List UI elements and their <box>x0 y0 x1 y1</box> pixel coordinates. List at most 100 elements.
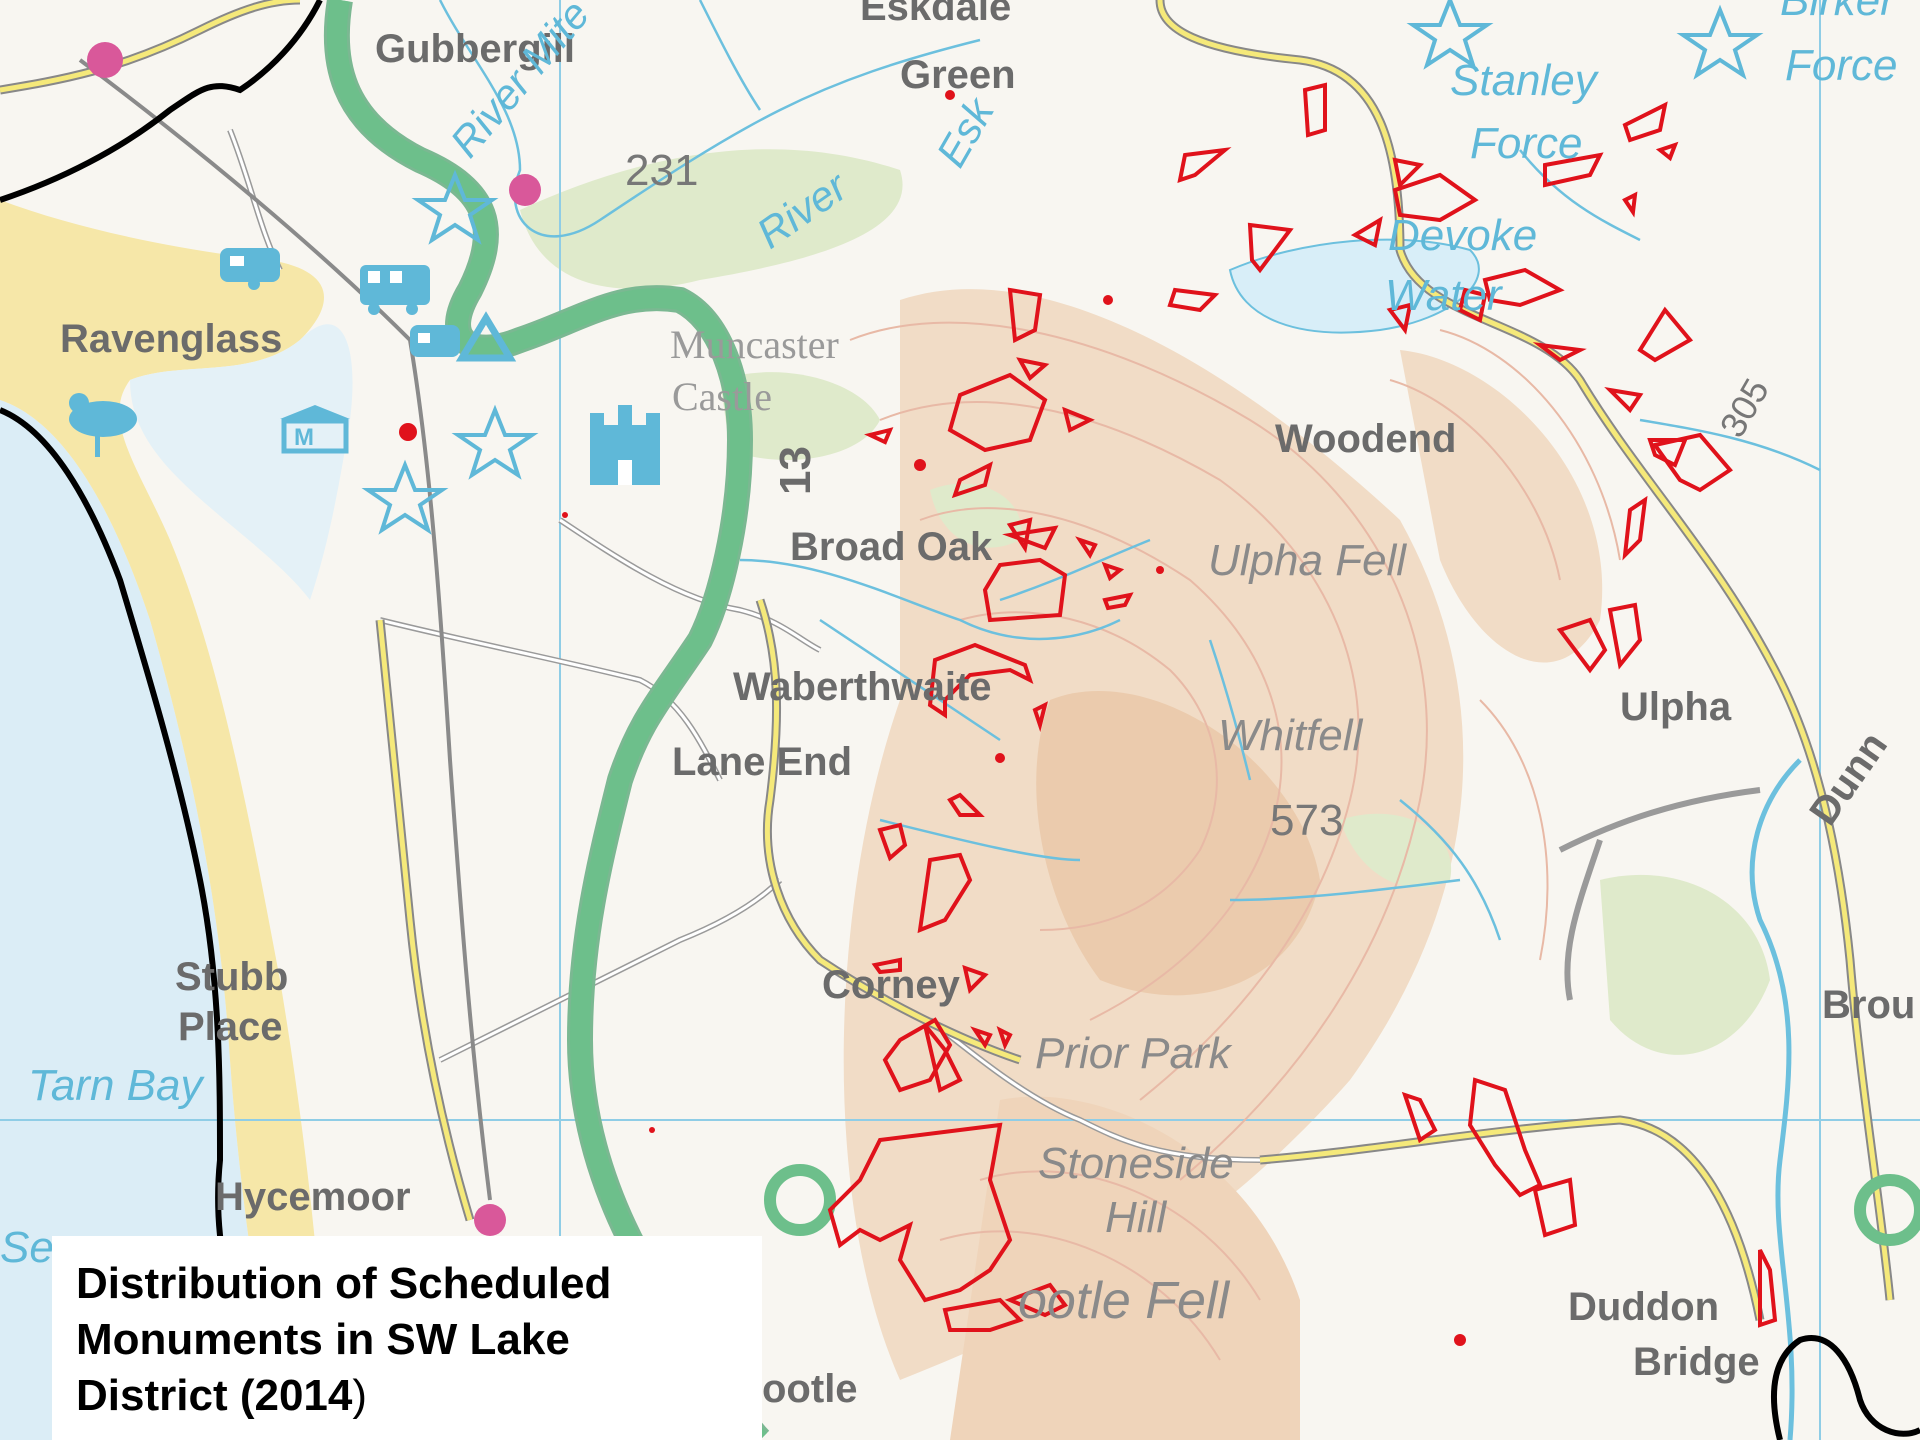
caption-line-3-text: District (2014 <box>76 1371 353 1420</box>
sea <box>0 400 280 1440</box>
monument-outline <box>1167 287 1220 313</box>
label-force-2: Force <box>1785 41 1897 90</box>
caravan-icon-2 <box>410 325 460 357</box>
label-bootle: ootle <box>762 1367 858 1411</box>
label-force: Force <box>1470 119 1582 168</box>
sand-dunes <box>0 200 330 1440</box>
monument-outline <box>1016 357 1050 382</box>
label-duddon: Duddon <box>1568 1285 1719 1329</box>
monument-outline <box>1102 592 1134 611</box>
label-brou: Brou <box>1822 983 1915 1027</box>
national-park-boundary <box>0 0 323 203</box>
svg-text:M: M <box>294 424 314 451</box>
monument-outline <box>1532 1177 1578 1238</box>
railway <box>78 58 492 1201</box>
monument-outline <box>1482 267 1565 308</box>
label-waberthwaite: Waberthwaite <box>733 665 992 709</box>
bird-icon <box>69 393 137 457</box>
map-title-caption: Distribution of Scheduled Monuments in S… <box>52 1236 762 1440</box>
monument-outline <box>1532 342 1587 363</box>
viewpoint-star-icon <box>361 0 1764 535</box>
monument-outline <box>1350 215 1383 248</box>
label-prior-park: Prior Park <box>1035 1029 1233 1078</box>
river-duddon <box>1749 758 1802 1440</box>
monument-outline <box>1177 147 1232 183</box>
scheduled-monuments <box>827 82 1778 1332</box>
label-stoneside: Stoneside <box>1038 1139 1234 1188</box>
monument-outline <box>1032 701 1048 733</box>
label-ulpha: Ulpha <box>1620 685 1732 729</box>
monument-outline <box>947 372 1048 453</box>
monument-outline <box>1637 306 1694 363</box>
spot-height-573: 573 <box>1270 796 1343 845</box>
label-stanley: Stanley <box>1450 56 1600 105</box>
label-ravenglass: Ravenglass <box>60 317 282 361</box>
monument-outline <box>1556 617 1608 674</box>
monument-outline <box>877 822 908 862</box>
label-gubbergill: Gubbergill <box>375 27 575 71</box>
label-devoke: Devoke <box>1388 211 1537 260</box>
monument-outline <box>1075 536 1098 559</box>
label-corney: Corney <box>822 963 961 1007</box>
monument-outline <box>1386 302 1413 335</box>
monument-outline <box>962 964 989 994</box>
monument-outline <box>1392 172 1479 223</box>
monument-outline <box>927 642 1034 719</box>
label-ulpha-fell: Ulpha Fell <box>1208 536 1407 585</box>
monument-outline <box>996 1026 1013 1051</box>
bottom-right-boundary <box>1771 1335 1920 1440</box>
a-road-fill <box>326 0 768 1440</box>
label-birker: Birker <box>1780 0 1897 25</box>
monument-outline <box>1457 287 1488 323</box>
monument-outline <box>864 427 894 445</box>
spot-height-231: 231 <box>625 146 698 195</box>
label-broad-oak: Broad Oak <box>790 525 993 569</box>
label-hycemoor: Hycemoor <box>215 1175 411 1219</box>
label-place: Place <box>178 1005 283 1049</box>
monument-outline <box>917 852 973 934</box>
monument-outline <box>1604 387 1644 414</box>
label-muncaster: Muncaster <box>670 322 839 367</box>
monument-outline <box>970 1026 993 1049</box>
label-castle: Castle <box>672 374 772 419</box>
fell-shading <box>843 289 1603 1440</box>
monument-outline <box>1758 1249 1778 1328</box>
monument-outline <box>951 461 993 499</box>
monument-outline <box>1543 152 1604 188</box>
place-labels: Gubbergill Eskdale Green Ravenglass Munc… <box>60 0 1915 1411</box>
monument-outline <box>882 1017 953 1093</box>
route-number-13: 13 <box>771 446 820 495</box>
castle-icon <box>590 405 660 485</box>
magenta-markers <box>87 42 541 1236</box>
label-whitfell: Whitfell <box>1218 711 1363 760</box>
monument-outline <box>923 1023 963 1093</box>
white-roads <box>228 129 1261 1162</box>
monument-outline <box>1004 1282 1069 1318</box>
monument-outline <box>1622 495 1648 561</box>
label-stubb: Stubb <box>175 955 288 999</box>
label-green: Green <box>900 53 1016 97</box>
caption-close-paren: ) <box>352 1371 368 1420</box>
monument-outline <box>1062 406 1095 433</box>
label-hill: Hill <box>1105 1193 1167 1242</box>
monument-outline <box>982 557 1068 623</box>
caption-line-1: Distribution of Scheduled <box>76 1259 612 1308</box>
label-lane-end: Lane End <box>672 740 852 784</box>
monument-outline <box>1007 287 1043 344</box>
monument-outline <box>1467 1077 1543 1198</box>
monument-outline <box>1622 101 1668 143</box>
caption-line-3: District (2014) <box>76 1368 738 1424</box>
museum-icon: M <box>280 405 350 454</box>
green-ring-marker-2 <box>1854 1174 1920 1246</box>
label-woodend: Woodend <box>1275 417 1456 461</box>
yellow-roads <box>0 0 1895 1321</box>
label-tarn-bay: Tarn Bay <box>28 1061 205 1110</box>
monument-outline <box>1607 602 1643 670</box>
streams <box>438 0 1821 941</box>
tent-icon <box>455 311 517 362</box>
caption-line-2: Monuments in SW Lake <box>76 1315 570 1364</box>
monument-outline <box>1392 157 1425 190</box>
monument-outline <box>871 957 902 975</box>
monument-outline <box>827 1122 1013 1303</box>
